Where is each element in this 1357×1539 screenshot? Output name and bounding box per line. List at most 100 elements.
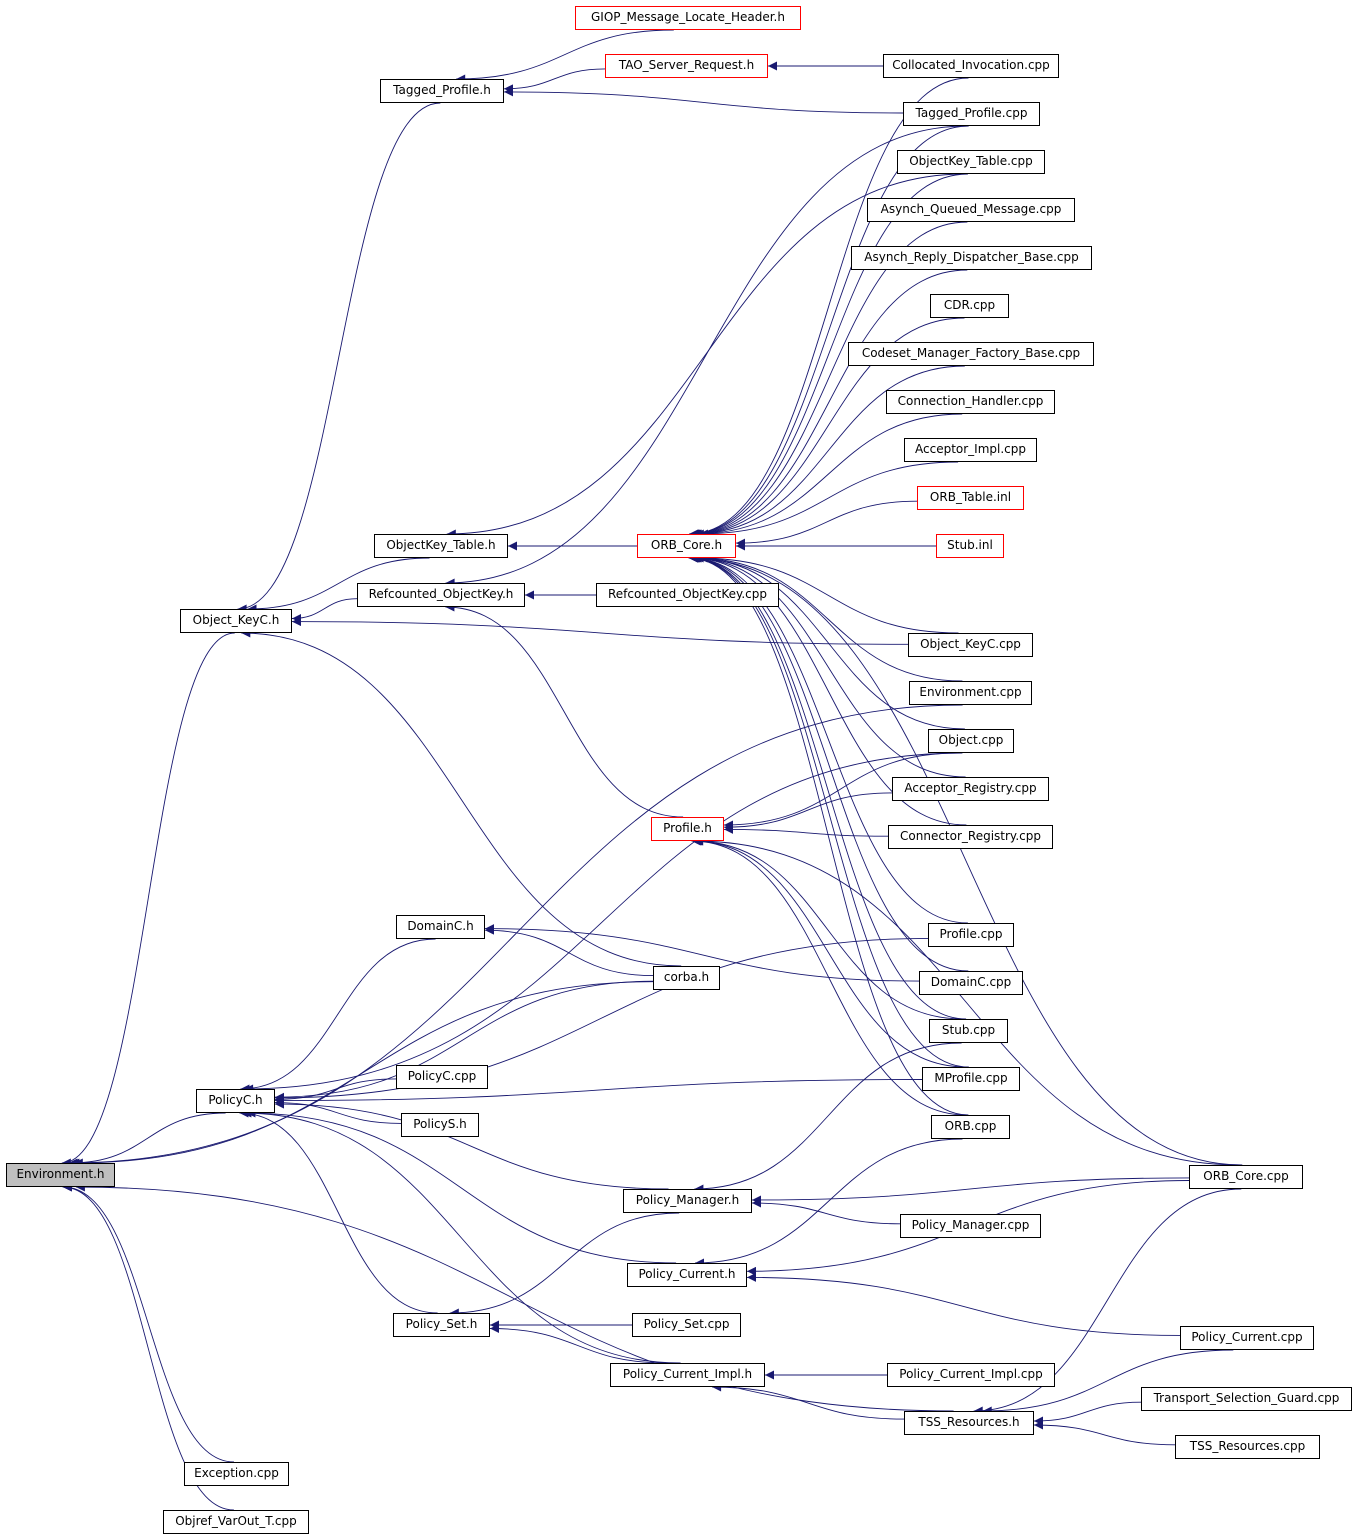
edge-domainc-h-to-policyc-h (240, 938, 436, 1094)
edge-orb-cpp-to-profile-h (691, 836, 967, 1116)
node-connection-handler-cpp[interactable]: Connection_Handler.cpp (886, 390, 1055, 414)
edge-transport-selection-guard-cpp-to-tss-resources-h (1033, 1401, 1142, 1426)
edge-policy-current-cpp-to-tss-resources-h (982, 1349, 1234, 1416)
edge-asynch-queued-message-cpp-to-orb-core-h (690, 221, 968, 539)
node-refcounted-objectkey-cpp[interactable]: Refcounted_ObjectKey.cpp (596, 583, 779, 607)
node-domainc-h[interactable]: DomainC.h (396, 915, 485, 939)
edge-profile-cpp-to-orb-core-h (689, 553, 968, 924)
node-tss-resources-h[interactable]: TSS_Resources.h (904, 1411, 1034, 1435)
edge-exception-cpp-to-environment-h (62, 1182, 235, 1463)
node-environment-cpp[interactable]: Environment.cpp (909, 681, 1032, 705)
node-asynch-queued-message-cpp[interactable]: Asynch_Queued_Message.cpp (867, 198, 1075, 222)
edge-profile-h-to-refcounted-objectkey-h (445, 602, 684, 818)
edge-policyc-cpp-to-policyc-h (274, 1078, 397, 1104)
node-acceptor-impl-cpp[interactable]: Acceptor_Impl.cpp (904, 438, 1037, 462)
node-orb-cpp[interactable]: ORB.cpp (931, 1115, 1010, 1139)
edge-object-cpp-to-policyc-h (244, 752, 963, 1094)
edge-orb-core-cpp-to-orb-core-h (690, 553, 1243, 1166)
node-refcounted-objectkey-h[interactable]: Refcounted_ObjectKey.h (357, 583, 525, 607)
edge-policy-manager-h-to-policy-set-h (449, 1212, 680, 1318)
node-giop-message-locate-header-h[interactable]: GIOP_Message_Locate_Header.h (575, 6, 801, 30)
node-codeset-manager-factory-base-cpp[interactable]: Codeset_Manager_Factory_Base.cpp (848, 342, 1094, 366)
node-policy-current-h[interactable]: Policy_Current.h (627, 1263, 747, 1287)
node-policy-manager-cpp[interactable]: Policy_Manager.cpp (900, 1214, 1041, 1238)
edge-object-keyc-cpp-to-orb-core-h (698, 553, 959, 634)
edge-mprofile-cpp-to-profile-h (692, 836, 967, 1068)
node-object-keyc-h[interactable]: Object_KeyC.h (180, 609, 292, 633)
edge-environment-cpp-to-environment-h (68, 704, 963, 1168)
edge-objectkey-table-h-to-object-keyc-h (247, 557, 430, 614)
node-objectkey-table-h[interactable]: ObjectKey_Table.h (374, 534, 508, 558)
edge-codeset-manager-factory-base-cpp-to-orb-core-h (692, 365, 965, 539)
node-collocated-invocation-cpp[interactable]: Collocated_Invocation.cpp (883, 54, 1059, 78)
node-tagged-profile-h[interactable]: Tagged_Profile.h (380, 79, 504, 103)
node-policy-current-impl-cpp[interactable]: Policy_Current_Impl.cpp (887, 1363, 1055, 1387)
node-policy-current-impl-h[interactable]: Policy_Current_Impl.h (610, 1363, 765, 1387)
node-objectkey-table-cpp[interactable]: ObjectKey_Table.cpp (897, 150, 1045, 174)
node-exception-cpp[interactable]: Exception.cpp (184, 1462, 289, 1486)
node-object-keyc-cpp[interactable]: Object_KeyC.cpp (908, 633, 1033, 657)
edge-policy-manager-h-to-policyc-h (274, 1099, 669, 1190)
edge-orb-core-cpp-to-tss-resources-h (973, 1188, 1242, 1416)
edge-corba-h-to-object-keyc-h (241, 628, 682, 967)
edge-acceptor-registry-cpp-to-profile-h (723, 792, 893, 832)
edge-policy-current-impl-h-to-policyc-h (242, 1108, 681, 1364)
edge-objref-varout-t-cpp-to-environment-h (62, 1182, 234, 1511)
edge-objectkey-table-cpp-to-orb-core-h (689, 173, 968, 539)
edge-acceptor-impl-cpp-to-orb-core-h (698, 461, 959, 539)
node-tss-resources-cpp[interactable]: TSS_Resources.cpp (1175, 1435, 1320, 1459)
edge-profile-cpp-to-policyc-h (274, 937, 929, 1103)
edge-object-cpp-to-profile-h (723, 752, 958, 830)
node-tao-server-request-h[interactable]: TAO_Server_Request.h (605, 54, 768, 78)
node-object-cpp[interactable]: Object.cpp (928, 729, 1014, 753)
edge-mprofile-cpp-to-policyc-h (274, 1079, 923, 1106)
edge-stub-cpp-to-profile-h (693, 836, 963, 1020)
edge-tagged-profile-cpp-to-refcounted-objectkey-h (445, 125, 967, 588)
node-policy-current-cpp[interactable]: Policy_Current.cpp (1180, 1326, 1314, 1350)
node-connector-registry-cpp[interactable]: Connector_Registry.cpp (888, 825, 1053, 849)
edge-corba-h-to-policyc-h (274, 980, 654, 1102)
node-policys-h[interactable]: PolicyS.h (401, 1113, 479, 1137)
node-policyc-cpp[interactable]: PolicyC.cpp (396, 1065, 488, 1089)
node-corba-h[interactable]: corba.h (653, 966, 720, 990)
edge-policy-current-cpp-to-policy-current-h (746, 1272, 1181, 1336)
edge-connection-handler-cpp-to-orb-core-h (694, 413, 963, 539)
node-stub-inl[interactable]: Stub.inl (936, 534, 1004, 558)
node-transport-selection-guard-cpp[interactable]: Transport_Selection_Guard.cpp (1141, 1387, 1352, 1411)
edge-tagged-profile-h-to-object-keyc-h (237, 102, 441, 614)
node-profile-cpp[interactable]: Profile.cpp (928, 923, 1014, 947)
node-orb-table-inl[interactable]: ORB_Table.inl (917, 486, 1024, 510)
edge-tao-server-request-h-to-tagged-profile-h (503, 68, 606, 94)
edge-connector-registry-cpp-to-orb-core-h (690, 553, 967, 826)
node-policy-set-h[interactable]: Policy_Set.h (393, 1313, 490, 1337)
edge-domainc-cpp-to-orb-core-h (689, 553, 969, 972)
node-cdr-cpp[interactable]: CDR.cpp (930, 294, 1009, 318)
node-asynch-reply-dispatcher-base-cpp[interactable]: Asynch_Reply_Dispatcher_Base.cpp (851, 246, 1092, 270)
node-objref-varout-t-cpp[interactable]: Objref_VarOut_T.cpp (163, 1510, 309, 1534)
node-stub-cpp[interactable]: Stub.cpp (929, 1019, 1008, 1043)
edge-acceptor-registry-cpp-to-orb-core-h (691, 553, 966, 778)
node-orb-core-cpp[interactable]: ORB_Core.cpp (1189, 1165, 1303, 1189)
edge-orb-core-cpp-to-profile-h (694, 836, 1240, 1166)
edge-asynch-reply-dispatcher-base-cpp-to-orb-core-h (690, 269, 968, 539)
node-orb-core-h[interactable]: ORB_Core.h (637, 534, 736, 558)
edge-object-keyc-h-to-environment-h (61, 632, 235, 1168)
node-policyc-h[interactable]: PolicyC.h (196, 1089, 275, 1113)
node-acceptor-registry-cpp[interactable]: Acceptor_Registry.cpp (892, 777, 1049, 801)
edge-tss-resources-cpp-to-tss-resources-h (1033, 1420, 1176, 1446)
node-mprofile-cpp[interactable]: MProfile.cpp (922, 1067, 1020, 1091)
node-tagged-profile-cpp[interactable]: Tagged_Profile.cpp (903, 102, 1040, 126)
edge-orb-table-inl-to-orb-core-h (735, 500, 918, 548)
node-environment-h[interactable]: Environment.h (6, 1163, 115, 1187)
edge-tss-resources-h-to-policy-current-impl-h (712, 1382, 905, 1420)
node-policy-set-cpp[interactable]: Policy_Set.cpp (632, 1313, 741, 1337)
edge-policy-current-impl-h-to-policy-set-h (489, 1324, 667, 1364)
node-profile-h[interactable]: Profile.h (651, 817, 724, 841)
edge-stub-cpp-to-policy-manager-h (694, 1042, 962, 1194)
node-policy-manager-h[interactable]: Policy_Manager.h (623, 1189, 752, 1213)
node-domainc-cpp[interactable]: DomainC.cpp (919, 971, 1023, 995)
edge-orb-cpp-to-policy-current-h (694, 1138, 963, 1268)
edge-refcounted-objectkey-h-to-object-keyc-h (291, 598, 358, 623)
